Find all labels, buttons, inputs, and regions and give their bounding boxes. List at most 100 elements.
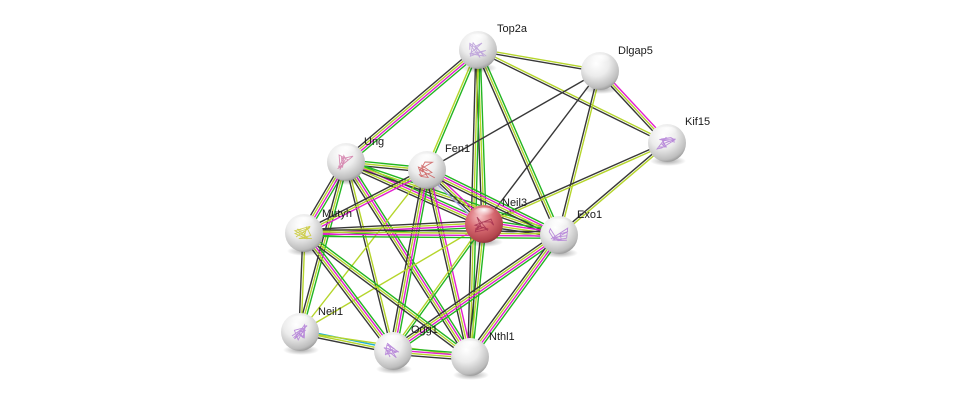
edge-dlgap5-exo1[interactable] <box>557 70 602 236</box>
node-highlight <box>381 334 405 347</box>
node-label: Top2a <box>497 23 528 35</box>
edge-ung-ogg1[interactable] <box>344 161 395 352</box>
node-highlight <box>466 33 490 46</box>
edge-strand-neighborhood <box>479 48 562 235</box>
edge-exo1-ogg1[interactable] <box>390 231 562 355</box>
node-mutyh[interactable]: Mutyh <box>285 208 352 256</box>
edge-fen1-ogg1[interactable] <box>389 169 431 352</box>
node-label: Kif15 <box>685 116 710 128</box>
edge-strand-textmining <box>346 161 395 351</box>
edge-strand-coexpression <box>557 141 667 235</box>
edge-strand-experiments <box>427 168 560 235</box>
node-nthl1[interactable]: Nthl1 <box>451 331 515 380</box>
node-highlight <box>334 145 358 158</box>
node-label: Nthl1 <box>489 331 515 343</box>
node-label: Ogg1 <box>411 324 438 336</box>
edge-neil3-ogg1[interactable] <box>391 222 486 353</box>
edge-strand-textmining <box>478 48 601 71</box>
node-label: Fen1 <box>445 143 470 155</box>
node-top2a[interactable]: Top2a <box>459 23 528 73</box>
edges-layer <box>297 46 670 361</box>
node-ung[interactable]: Ung <box>327 136 384 185</box>
node-neil3[interactable]: Neil3 <box>465 197 527 247</box>
edge-strand-experiments <box>346 160 485 224</box>
node-highlight <box>458 340 482 353</box>
node-highlight <box>588 54 612 67</box>
edge-strand-experiments <box>428 169 473 357</box>
edge-strand-neighborhood <box>303 235 559 239</box>
edge-top2a-ung[interactable] <box>343 46 481 166</box>
edge-strand-coexpression <box>303 220 484 231</box>
edge-strand-neighborhood <box>472 236 563 360</box>
edge-top2a-dlgap5[interactable] <box>477 48 601 73</box>
edge-strand-coexpression <box>342 163 468 360</box>
protein-structure-icon <box>293 225 312 240</box>
node-exo1[interactable]: Exo1 <box>540 209 602 258</box>
edge-strand-experiments <box>304 171 429 236</box>
node-label: Ung <box>364 136 384 148</box>
edge-strand-textmining <box>304 231 560 235</box>
protein-structure-icon <box>383 342 400 359</box>
edge-strand-coexpression <box>483 70 601 225</box>
edge-strand-textmining <box>299 169 428 333</box>
edge-strand-textmining <box>426 170 559 237</box>
edge-strand-coexpression <box>390 231 558 349</box>
edge-strand-neighborhood <box>347 51 481 166</box>
node-label: Neil1 <box>318 306 343 318</box>
edge-strand-textmining <box>391 222 484 351</box>
edge-strand-experiments <box>393 235 561 353</box>
edge-strand-coexpression <box>557 70 600 235</box>
node-kif15[interactable]: Kif15 <box>648 116 710 166</box>
node-highlight <box>415 153 439 166</box>
edge-strand-textmining <box>303 232 471 358</box>
protein-structure-icon <box>473 216 495 233</box>
edge-strand-textmining <box>478 48 668 143</box>
edge-dlgap5-neil3[interactable] <box>483 70 601 225</box>
edge-strand-textmining <box>426 169 471 358</box>
node-neil1[interactable]: Neil1 <box>281 306 343 355</box>
edge-strand-coexpression <box>343 46 477 161</box>
edge-exo1-mutyh[interactable] <box>303 229 560 239</box>
edge-strand-textmining <box>477 49 560 236</box>
edge-strand-neighborhood <box>301 162 349 333</box>
node-label: Neil3 <box>502 197 527 209</box>
node-highlight <box>547 218 571 231</box>
edge-dlgap5-fen1[interactable] <box>426 70 601 171</box>
edge-strand-coexpression <box>466 232 557 356</box>
edge-strand-textmining <box>344 48 478 162</box>
edge-strand-neighborhood <box>428 166 561 233</box>
edge-strand-coexpression <box>344 162 393 352</box>
edge-strand-coexpression <box>302 234 470 360</box>
edge-strand-experiments <box>346 50 480 164</box>
edge-strand-experiments <box>303 233 559 237</box>
edge-fen1-mutyh[interactable] <box>302 167 429 236</box>
edge-strand-neighborhood <box>348 159 474 356</box>
edge-fen1-neil1[interactable] <box>299 169 428 333</box>
edge-strand-textmining <box>303 169 428 234</box>
node-dlgap5[interactable]: Dlgap5 <box>581 45 653 94</box>
edge-mutyh-nthl1[interactable] <box>302 230 472 360</box>
edge-strand-coexpression <box>426 70 601 171</box>
edge-strand-textmining <box>391 233 559 351</box>
edge-strand-textmining <box>345 162 484 226</box>
node-highlight <box>655 126 679 139</box>
edge-neil3-neil1[interactable] <box>299 223 485 333</box>
node-fen1[interactable]: Fen1 <box>408 143 470 193</box>
edge-strand-experiments <box>393 170 429 352</box>
edge-strand-textmining <box>391 169 427 351</box>
edge-strand-experiments <box>470 235 561 359</box>
edge-strand-neighborhood <box>395 170 431 352</box>
node-label: Mutyh <box>322 208 352 220</box>
edge-top2a-kif15[interactable] <box>477 48 668 145</box>
edge-fen1-nthl1[interactable] <box>424 169 473 358</box>
node-ogg1[interactable]: Ogg1 <box>374 324 438 374</box>
protein-structure-icon <box>291 323 308 341</box>
edge-top2a-exo1[interactable] <box>475 48 562 237</box>
edge-strand-neighborhood <box>394 237 562 355</box>
edge-strand-textmining <box>559 143 669 237</box>
edge-kif15-exo1[interactable] <box>557 141 669 237</box>
node-highlight <box>288 315 312 328</box>
node-highlight <box>472 207 496 220</box>
